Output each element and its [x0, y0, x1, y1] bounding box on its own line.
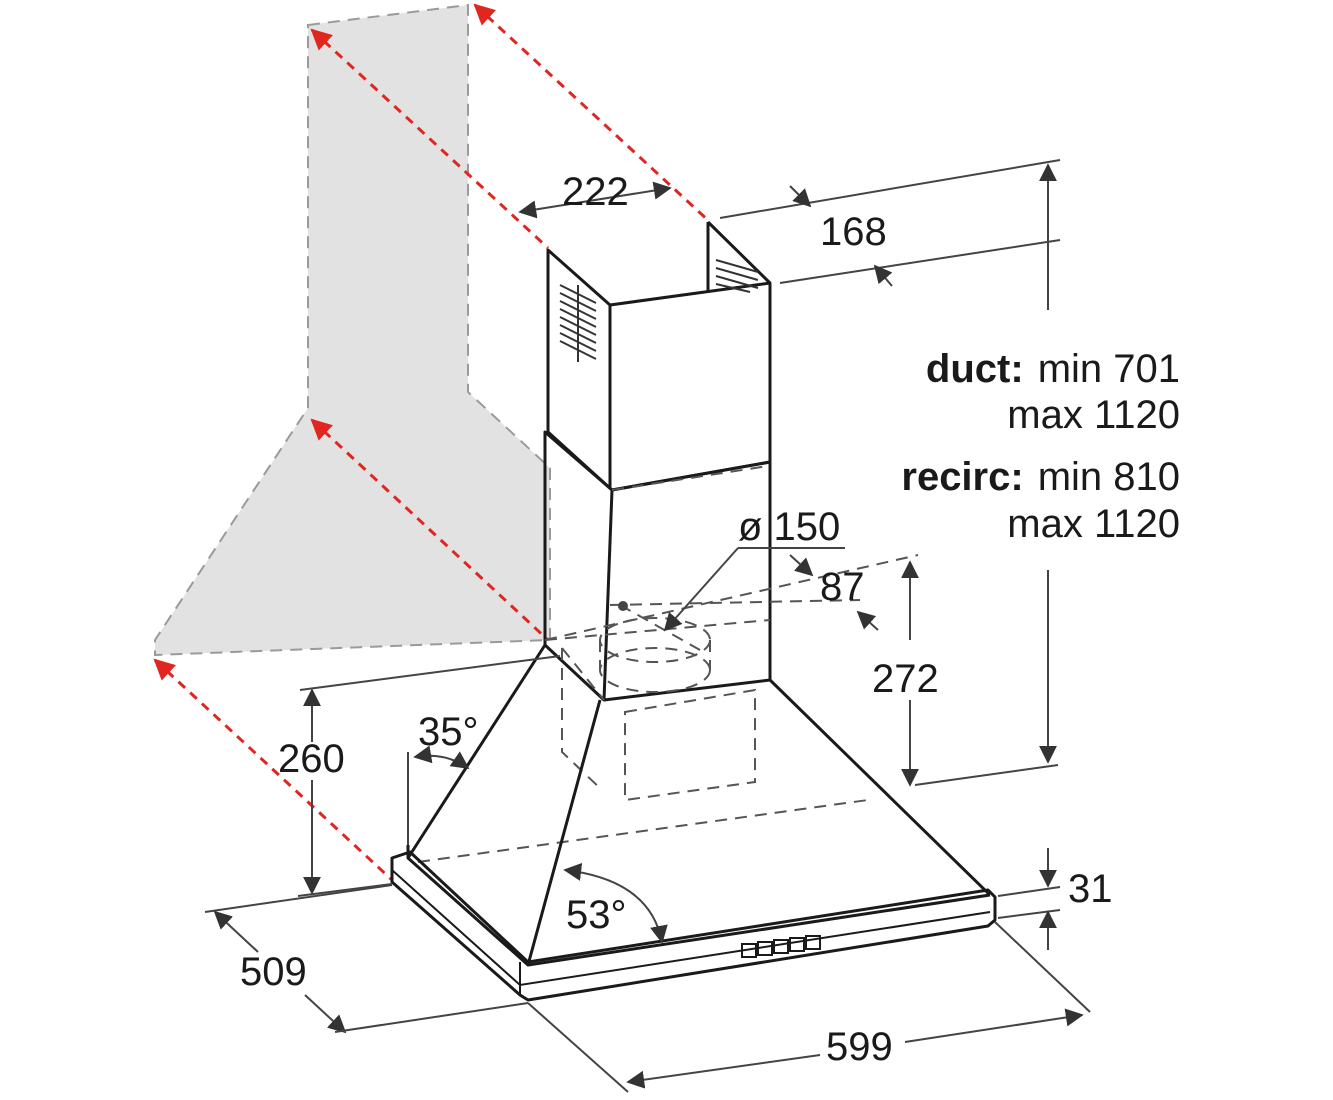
outlet-height-label: 272	[872, 657, 939, 701]
recirc-min: min 810	[1038, 455, 1180, 499]
canopy-angle-label: 35°	[418, 710, 479, 754]
hidden-internals	[417, 554, 919, 863]
recirc-label: recirc:	[901, 455, 1023, 499]
hood-width-label: 599	[826, 1025, 893, 1069]
canopy	[406, 644, 992, 967]
base-rim	[390, 850, 997, 1002]
wall-silhouette	[154, 3, 551, 657]
upper-chimney	[546, 220, 772, 492]
dimension-lines	[204, 159, 1091, 1093]
control-panel	[741, 935, 821, 958]
control-button	[757, 941, 773, 956]
control-button	[789, 937, 805, 952]
control-button	[805, 935, 821, 950]
svg-text:duct: min 701: duct: min 701	[926, 347, 1180, 391]
side-angle-label: 53°	[566, 893, 627, 937]
hood-height-label: 260	[278, 737, 345, 781]
control-button	[773, 939, 789, 954]
lower-chimney	[543, 430, 772, 702]
vent-slots-right	[715, 259, 759, 293]
duct-diameter-label: ø 150	[738, 505, 840, 549]
recirc-max: max 1120	[1007, 502, 1180, 546]
chimney-depth-label: 168	[820, 210, 887, 254]
duct-max: max 1120	[1007, 393, 1180, 437]
chimney-width-label: 222	[562, 170, 629, 214]
hood-depth-label: 509	[240, 950, 307, 994]
control-button	[741, 943, 757, 958]
vent-slots-left	[559, 284, 597, 362]
chimney-height-spec: duct: min 701 max 1120 recirc: min 810 m…	[901, 347, 1180, 546]
duct-offset-label: 87	[820, 565, 865, 609]
rim-height-label: 31	[1068, 867, 1113, 911]
duct-label: duct:	[926, 347, 1024, 391]
duct-min: min 701	[1038, 347, 1180, 391]
svg-text:recirc: min 810: recirc: min 810	[901, 455, 1180, 499]
wall-projection-lines	[153, 3, 712, 882]
